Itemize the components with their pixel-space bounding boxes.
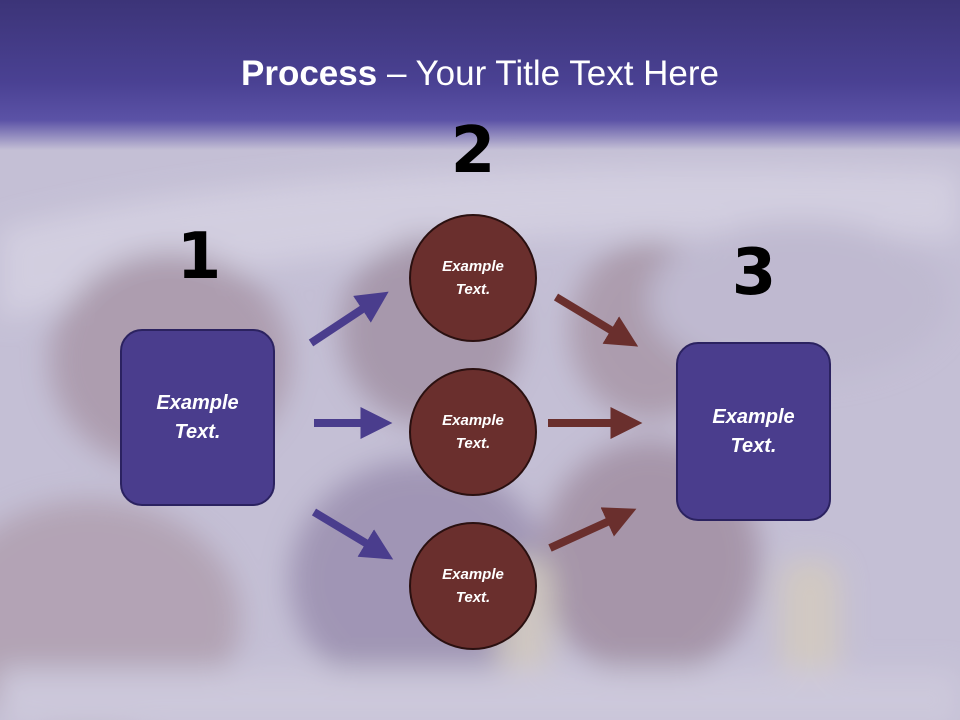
step-3-box: Example Text. <box>676 342 831 521</box>
circle-top-text: Example Text. <box>442 258 504 298</box>
step-1-text: Example Text. <box>156 391 239 443</box>
arrow-bottom-to-right <box>548 507 637 552</box>
title-bold-part: Process <box>241 54 378 93</box>
arrow-left-to-top <box>308 291 389 347</box>
arrow-left-to-bottom <box>311 508 394 560</box>
step-number-2: 2 <box>450 114 496 188</box>
step-number-1: 1 <box>176 220 222 294</box>
arrow-top-to-right <box>553 293 639 347</box>
step-number-3: 3 <box>731 236 777 310</box>
step-2-circle-bottom: Example Text. <box>409 522 537 650</box>
step-3-text: Example Text. <box>712 405 795 457</box>
step-2-circle-top: Example Text. <box>409 214 537 342</box>
circle-middle-text: Example Text. <box>442 412 504 452</box>
step-1-box: Example Text. <box>120 329 275 506</box>
title-rest-part: – Your Title Text Here <box>377 54 719 93</box>
title-banner <box>0 0 960 150</box>
step-2-circle-middle: Example Text. <box>409 368 537 496</box>
slide-title: Process – Your Title Text Here <box>0 52 960 96</box>
circle-bottom-text: Example Text. <box>442 566 504 606</box>
